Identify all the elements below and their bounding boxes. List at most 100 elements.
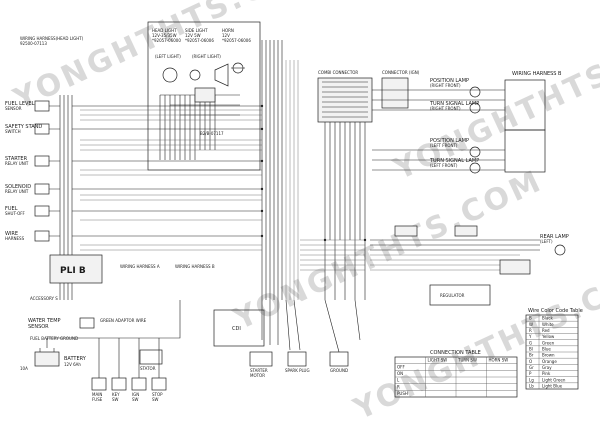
right-comp-1-sub: (RIGHT FRONT) <box>430 83 461 88</box>
water-temp-sensor-icon <box>79 317 95 329</box>
connection-table-col: HORN SW <box>489 358 509 363</box>
mid-right-connector-2 <box>454 225 478 237</box>
connection-table-row: PUSH <box>397 391 408 396</box>
legend-row-color: Blue <box>542 347 551 352</box>
headlight-connector-label: B2/B-07117 <box>200 131 224 136</box>
bottom-left-components: MAIN FUSE KEY SW IGN SW STOP SW <box>91 377 167 402</box>
right-horizontal-runs <box>372 89 470 171</box>
combi-connector <box>317 77 373 123</box>
secondary-trunk <box>285 60 299 300</box>
legend-row-code: Bl <box>529 347 533 352</box>
legend-row-color: Brown <box>542 353 555 358</box>
left-horizontal-runs <box>49 105 262 237</box>
right-lamp-links <box>470 89 505 171</box>
right-comp-4-name: TURN SIGNAL LAMP <box>429 158 479 164</box>
harness-note: WIRING HARNESS(HEAD LIGHT) <box>20 36 84 41</box>
legend-row-color: Gray <box>542 365 552 370</box>
legend-row-color: Yellow <box>541 334 555 339</box>
ign-connector <box>381 77 409 109</box>
right-lamp-group <box>504 129 546 173</box>
ign-connector-label: CONNECTOR (IGN) <box>382 70 420 75</box>
side-light-part: *92057-06006 <box>185 38 214 43</box>
watermark-group: YONGHTHTS.COM YONGHTHTS.COM YONGHTHTS.CO… <box>8 0 600 428</box>
battery-icon <box>34 348 60 367</box>
horn-label: HORN <box>222 28 234 33</box>
connection-table-row: L <box>397 378 400 383</box>
stator-label: STATOR <box>140 366 156 371</box>
right-comp-2-sub: (RIGHT FRONT) <box>430 106 461 111</box>
right-comp-6-name: REAR LAMP <box>540 234 569 240</box>
fuse-box <box>49 254 103 284</box>
right-comp-2-name: TURN SIGNAL LAMP <box>429 101 479 107</box>
right-light-label: (RIGHT LIGHT) <box>192 54 221 59</box>
bottom-center-2-name: SPARK PLUG <box>285 368 310 373</box>
left-bus <box>59 95 73 300</box>
left-light-label: (LEFT LIGHT) <box>155 54 181 59</box>
legend-row-color: White <box>542 322 554 327</box>
bottom-left-3-sub: SW <box>132 397 139 402</box>
harness-a-label: WIRING HARNESS A <box>120 264 160 269</box>
stator-unit <box>139 349 163 365</box>
left-comp-3-name: STARTER <box>5 156 28 162</box>
fuse-box-note: ACCESSORY S <box>30 296 58 301</box>
right-mid-runs <box>370 239 540 251</box>
right-comp-4-sub: (LEFT FRONT) <box>430 163 458 168</box>
legend-row-code: R <box>529 328 532 333</box>
rear-lamp-icon <box>554 244 566 256</box>
junction-dots <box>260 104 367 242</box>
mid-right-connector <box>394 225 418 237</box>
connection-table-col: LIGHT SW <box>428 358 448 363</box>
position-lamp-left-icon <box>469 146 481 158</box>
right-comp-3-name: POSITION LAMP <box>430 138 469 144</box>
harness-part: 92500-07113 <box>20 41 47 46</box>
legend-row-color: Orange <box>542 359 557 364</box>
key-switch-icon <box>111 377 127 391</box>
watermark-2: YONGHTHTS.COM <box>228 163 549 337</box>
spark-plug-icon <box>287 351 307 367</box>
connection-table-row: R <box>397 384 400 389</box>
left-comp-6-name: WIRE <box>5 231 18 237</box>
side-light-label: SIDE LIGHT <box>185 28 208 33</box>
legend-row-color: Light Green <box>542 377 566 382</box>
legend-title: Wire Color Code Table <box>528 308 583 314</box>
horn-icon <box>231 62 245 74</box>
fuse-box-label: PLI B <box>60 266 86 276</box>
turn-signal-right-icon <box>469 102 481 114</box>
headlight-wires <box>159 95 216 160</box>
left-comp-4-sub: RELAY UNIT <box>5 189 29 194</box>
cdi-unit <box>213 309 265 347</box>
battery-spec: 12V 6Ah <box>64 362 81 367</box>
legend-row-code: Lg <box>529 377 534 382</box>
head-light-part: *92057-06000 <box>152 38 181 43</box>
water-temp-wire: GREEN ADAPTOR WIRE <box>100 318 147 323</box>
watermark-3: YONGHTHTS.COM <box>388 13 600 187</box>
left-comp-1-sub: SENSOR <box>5 106 22 111</box>
bottom-left-4-name: STOP <box>152 392 163 397</box>
head-light-spec: 12V-35/35W <box>152 33 177 38</box>
starter-relay-icon <box>34 155 50 167</box>
left-comp-5-sub: SHUT-OFF <box>5 211 26 216</box>
right-mid-thin <box>370 254 520 271</box>
left-comp-3-sub: RELAY UNIT <box>5 161 29 166</box>
left-components: FUEL LEVEL SENSOR SAFETY STAND SWITCH ST… <box>5 100 50 242</box>
legend-row-code: Gr <box>529 365 534 370</box>
connection-table-col: TURN SW <box>457 358 477 363</box>
combi-connector-pins <box>322 81 368 118</box>
legend-row-code: G <box>529 340 532 345</box>
combi-connector-drops <box>324 122 366 240</box>
headlight-relay <box>194 87 216 103</box>
turn-signal-left-icon <box>469 162 481 174</box>
bottom-left-2-sub: SW <box>112 397 119 402</box>
battery-label: BATTERY <box>64 356 87 362</box>
battery-wiring <box>46 300 181 378</box>
head-light-label: HEAD LIGHT <box>152 28 177 33</box>
watermark-4: YONGHTHTS.COM <box>348 253 600 424</box>
bottom-left-4-sub: SW <box>152 397 159 402</box>
legend-row-code: P <box>529 371 532 376</box>
legend-row-code: O <box>529 359 532 364</box>
bottom-left-1-sub: FUSE <box>92 397 103 402</box>
